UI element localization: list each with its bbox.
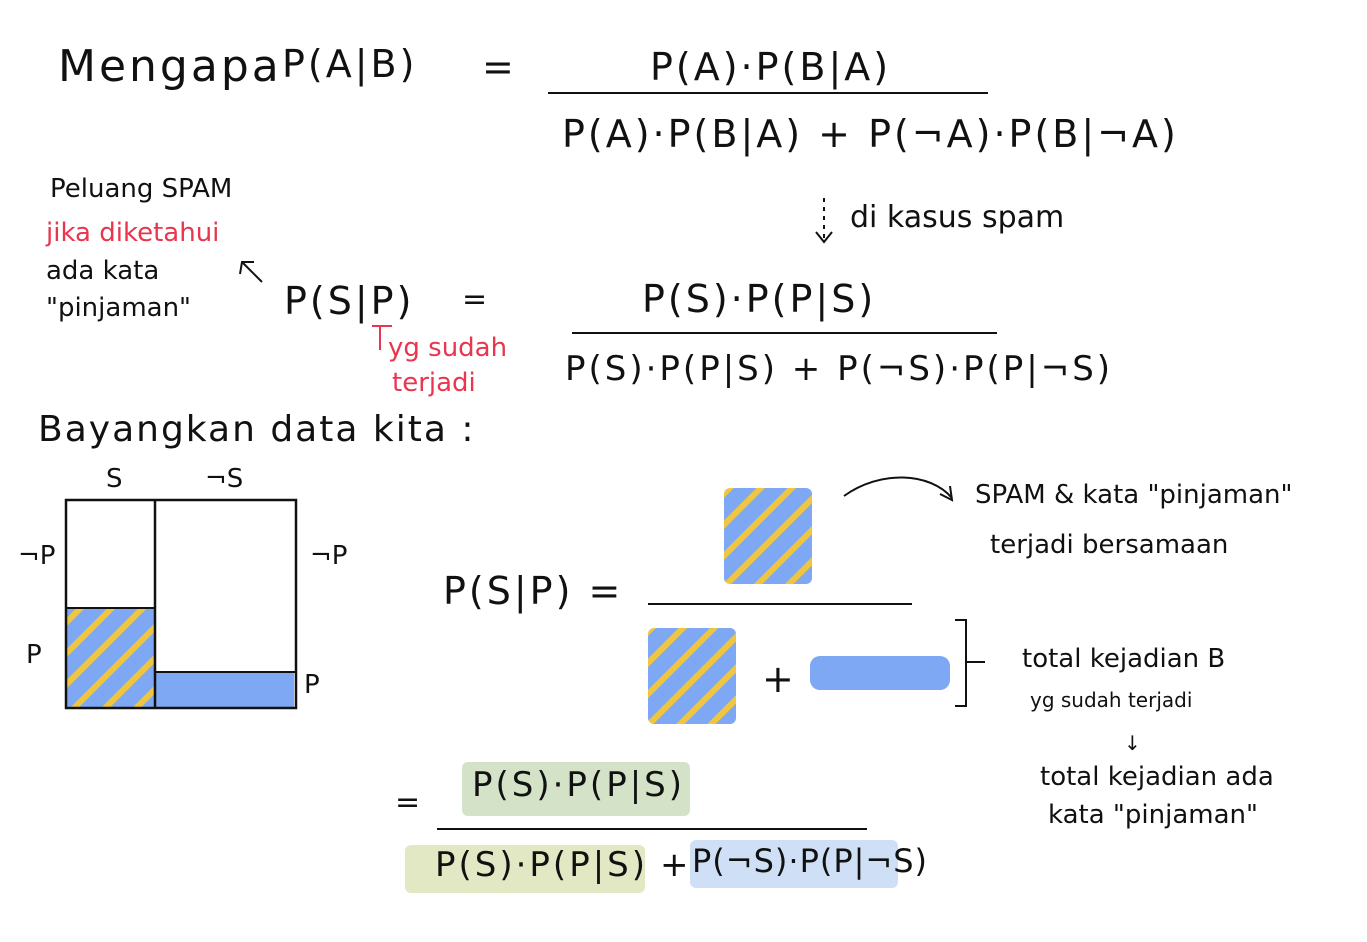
grid-row-left-p: P xyxy=(26,640,42,670)
bayes-denominator: P(A)·P(B|A) + P(¬A)·P(B|¬A) xyxy=(562,112,1179,156)
grid-row-right-p: P xyxy=(304,670,320,700)
given-note-line1: yg sudah xyxy=(388,333,508,363)
final-denominator-b: P(¬S)·P(P|¬S) xyxy=(692,842,929,880)
denominator-blue-bar xyxy=(810,656,950,690)
title-mengapa: Mengapa xyxy=(58,41,282,92)
case-label: di kasus spam xyxy=(850,200,1065,235)
denominator-striped-box xyxy=(648,628,736,724)
note-line2: jika diketahui xyxy=(46,218,220,248)
total-bracket xyxy=(955,619,985,707)
total-note-arrow: ↓ xyxy=(1124,731,1141,755)
grid-col-s: S xyxy=(106,464,123,494)
spam-and-pinjaman-cell xyxy=(66,608,154,708)
given-bracket xyxy=(372,325,392,350)
title-lhs: P(A|B) xyxy=(282,42,418,86)
note-line3: ada kata xyxy=(46,256,160,286)
total-note-line2: yg sudah terjadi xyxy=(1030,688,1193,712)
joint-note-line2: terjadi bersamaan xyxy=(990,530,1229,560)
joint-note-line1: SPAM & kata "pinjaman" xyxy=(975,480,1293,510)
visual-lhs: P(S|P) = xyxy=(443,569,624,613)
title-equals: = xyxy=(482,45,517,89)
final-equals: = xyxy=(395,785,423,820)
spam-fraction-bar xyxy=(572,332,997,334)
final-fraction-bar xyxy=(437,828,867,830)
grid-col-not-s: ¬S xyxy=(205,464,244,494)
curved-arrow-icon xyxy=(843,476,954,502)
final-numerator: P(S)·P(P|S) xyxy=(472,765,685,805)
data-heading: Bayangkan data kita : xyxy=(38,409,476,450)
total-note-line4: kata "pinjaman" xyxy=(1048,800,1258,830)
note-line4: "pinjaman" xyxy=(46,293,192,323)
spam-lhs: P(S|P) xyxy=(284,279,415,323)
visual-plus: + xyxy=(762,657,797,701)
grid-row-left-not-p: ¬P xyxy=(18,541,56,571)
not-spam-and-pinjaman-cell xyxy=(156,672,294,708)
note-line1: Peluang SPAM xyxy=(50,174,233,204)
given-note-line2: terjadi xyxy=(392,368,476,398)
denominator-highlight-a xyxy=(405,845,645,893)
spam-equals: = xyxy=(462,282,490,317)
dotted-down-arrow-icon xyxy=(815,198,833,244)
total-note-line3: total kejadian ada xyxy=(1040,762,1274,792)
bayes-numerator: P(A)·P(B|A) xyxy=(650,45,892,89)
numerator-striped-box xyxy=(724,488,812,584)
final-denominator-a: P(S)·P(P|S) xyxy=(435,845,648,885)
total-note-line1: total kejadian B xyxy=(1022,644,1226,674)
final-denominator-plus: + xyxy=(660,845,692,885)
denominator-highlight-b xyxy=(690,840,898,888)
spam-denominator: P(S)·P(P|S) + P(¬S)·P(P|¬S) xyxy=(565,349,1114,389)
data-grid xyxy=(64,498,298,710)
bayes-fraction-bar xyxy=(548,92,988,94)
spam-numerator: P(S)·P(P|S) xyxy=(642,277,877,321)
numerator-highlight xyxy=(462,762,690,816)
up-left-arrow-icon xyxy=(239,261,263,283)
grid-row-right-not-p: ¬P xyxy=(310,541,348,571)
